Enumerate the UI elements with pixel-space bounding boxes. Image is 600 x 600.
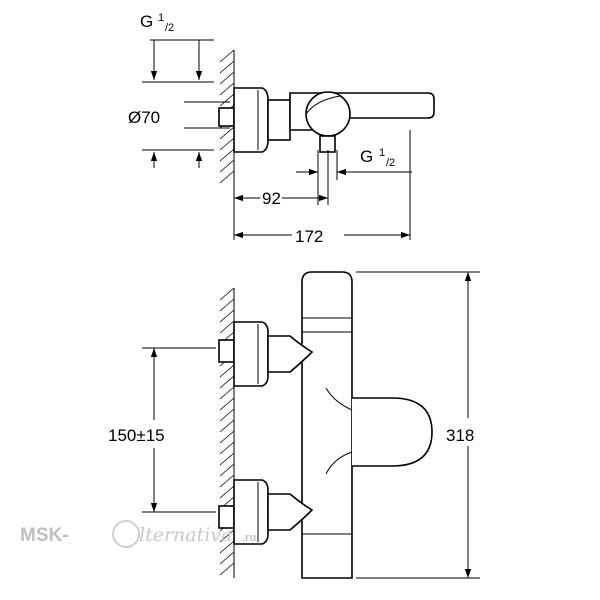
hatch-line: [219, 452, 235, 466]
hatch-line: [219, 397, 235, 411]
hatch-line: [219, 49, 235, 63]
hatch-line: [219, 562, 235, 576]
dim-92-label: 92: [262, 189, 281, 208]
thread-label-outlet-main: G: [360, 147, 373, 166]
upper-flange-front: [233, 321, 269, 387]
upper-nipple-front: [218, 339, 235, 363]
hatch-line: [219, 540, 235, 554]
dim-92-halo: 92: [262, 189, 281, 208]
hatch-line: [219, 309, 235, 323]
watermark-logo-icon: [112, 520, 140, 548]
spout-front: [352, 397, 433, 467]
body-front: [301, 271, 353, 579]
thread-label-outlet: G 1 /2: [360, 147, 395, 169]
hatch-line: [219, 170, 235, 184]
dim-150-label: 150±15: [108, 426, 165, 445]
diameter-label: Ø70: [128, 108, 160, 127]
hatch-line: [219, 551, 235, 565]
hatch-line: [219, 485, 235, 499]
inlet-nipple-top: [218, 107, 235, 127]
hatch-line: [219, 287, 235, 301]
hatch-line: [219, 441, 235, 455]
wall-flange-top: [233, 87, 269, 153]
watermark: MSK- lternativa .ru: [20, 520, 256, 548]
hatch-line: [219, 82, 235, 96]
front-view: 150±15 318: [108, 271, 480, 579]
hatch-line: [219, 126, 235, 140]
hatch-line: [219, 430, 235, 444]
thread-label-outlet-sub: /2: [386, 157, 395, 169]
watermark-suffix: .ru: [242, 532, 256, 544]
watermark-script: lternativa: [139, 524, 232, 546]
hatch-line: [219, 320, 235, 334]
dim-318-label: 318: [446, 426, 474, 445]
hatch-line: [219, 386, 235, 400]
thread-label-top-sub: /2: [165, 22, 174, 34]
lower-connector-front: [267, 493, 314, 531]
connector-top: [267, 99, 291, 141]
thread-label-outlet-sup: 1: [379, 147, 385, 159]
hatch-line: [219, 148, 235, 162]
thread-label-top-main: G: [140, 12, 153, 31]
hatch-line: [219, 298, 235, 312]
top-view: G 1 /2 Ø70 G 1 /2 92 92: [128, 12, 435, 246]
thread-label-top-sup: 1: [158, 12, 164, 24]
hatch-line: [219, 60, 235, 74]
hatch-line: [219, 137, 235, 151]
watermark-prefix: MSK-: [20, 525, 69, 546]
dim-172-label: 172: [295, 227, 323, 246]
hatch-line: [219, 364, 235, 378]
outlet-nipple-top: [319, 135, 336, 153]
hatch-line: [219, 419, 235, 433]
hatch-line: [219, 159, 235, 173]
hatch-line: [219, 71, 235, 85]
hatch-line: [219, 529, 235, 543]
thread-label-top: G 1 /2: [140, 12, 174, 34]
hatch-line: [219, 375, 235, 389]
hatch-line: [219, 93, 235, 107]
hatch-line: [219, 474, 235, 488]
hatch-line: [219, 463, 235, 477]
hatch-line: [219, 408, 235, 422]
upper-connector-front: [267, 335, 314, 373]
lower-flange-front: [233, 479, 269, 545]
